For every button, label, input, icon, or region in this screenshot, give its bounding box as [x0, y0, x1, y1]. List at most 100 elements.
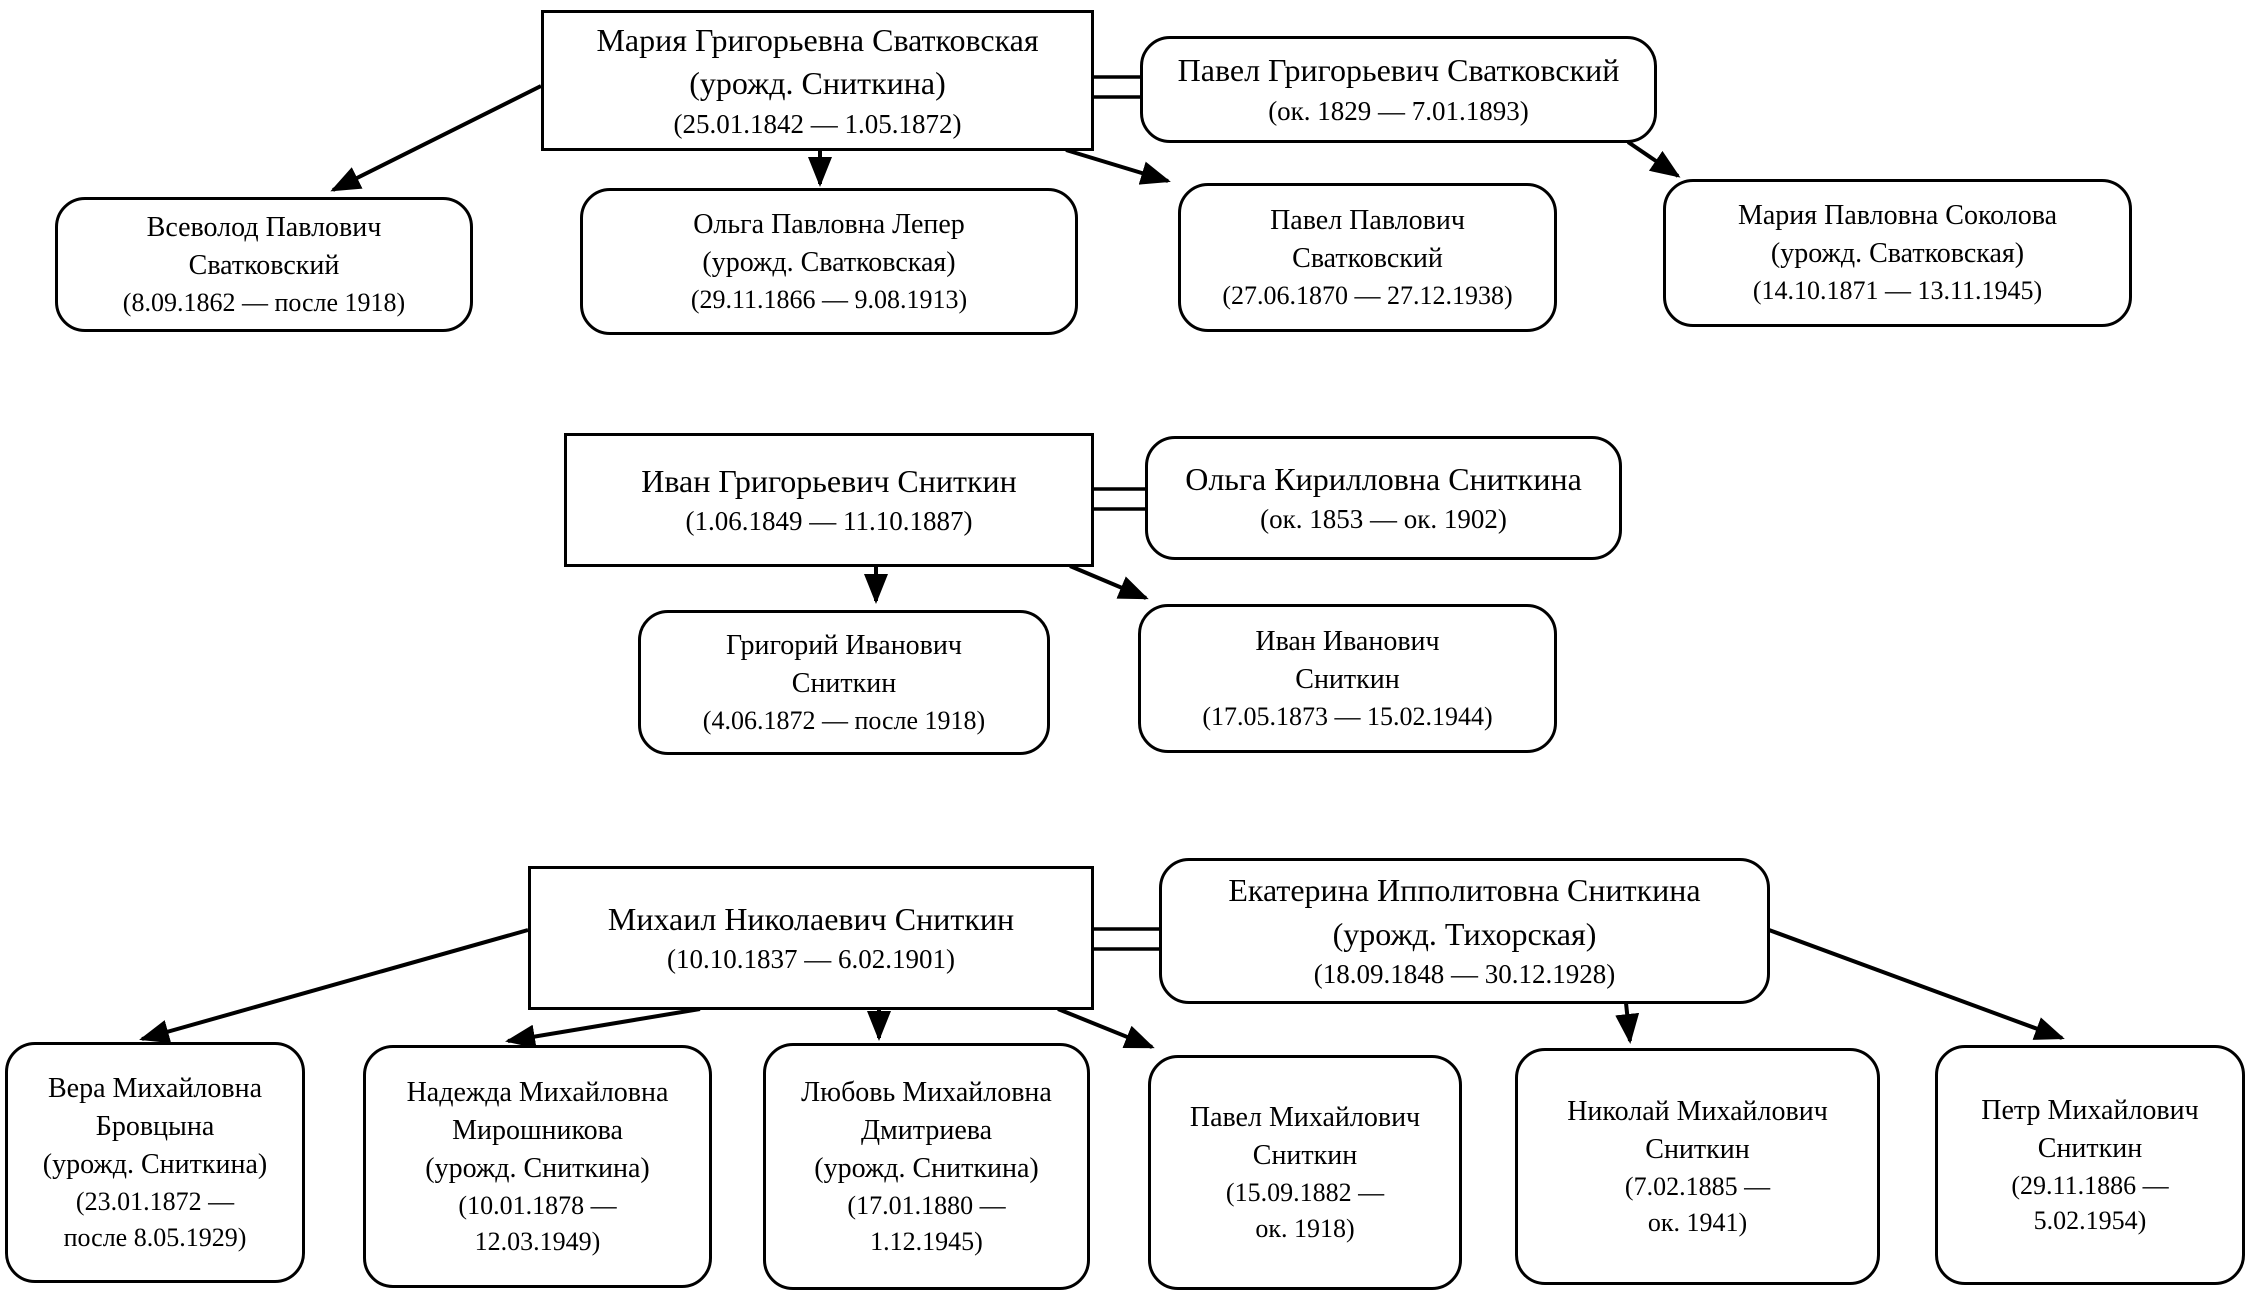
person-name: Ольга Кирилловна Сниткина — [1185, 458, 1582, 502]
box-maria-pavlovna-sokolova: Мария Павловна Соколова (урожд. Сватковс… — [1663, 179, 2132, 327]
person-dates: (23.01.1872 — после 8.05.1929) — [64, 1184, 247, 1255]
name-line: Любовь Михайловна — [801, 1077, 1052, 1109]
connector-to-ivan-ivanovich — [1069, 564, 1149, 600]
box-mikhail-nikolaevich-snitkin: Михаил Николаевич Сниткин (10.10.1837 — … — [528, 866, 1094, 1010]
person-name: Иван Иванович Сниткин — [1255, 623, 1439, 699]
dates-line: 12.03.1949) — [474, 1226, 601, 1256]
box-pavel-grigoryevich-svatkovsky: Павел Григорьевич Сватковский (ок. 1829 … — [1140, 36, 1657, 143]
box-olga-kirillovna-snitkina: Ольга Кирилловна Сниткина (ок. 1853 — ок… — [1145, 436, 1622, 560]
name-line: Ольга Павловна Лепер — [693, 208, 965, 240]
dates-line: (27.06.1870 — 27.12.1938) — [1222, 280, 1513, 310]
dates-line: (8.09.1862 — после 1918) — [122, 287, 406, 317]
dates-line: (14.10.1871 — 13.11.1945) — [1752, 276, 2043, 306]
box-pavel-mikhailovich-snitkin: Павел Михайлович Сниткин (15.09.1882 — о… — [1148, 1055, 1462, 1290]
person-dates: (25.01.1842 — 1.05.1872) — [674, 106, 962, 143]
person-dates: (15.09.1882 — ок. 1918) — [1226, 1175, 1384, 1246]
person-dates: (10.01.1878 — 12.03.1949) — [458, 1188, 616, 1259]
box-pavel-pavlovich-svatkovsky: Павел Павлович Сватковский (27.06.1870 —… — [1178, 183, 1557, 332]
dates-line: (10.01.1878 — — [458, 1191, 617, 1221]
person-name: Мария Григорьевна Сватковская (урожд. Сн… — [596, 19, 1038, 106]
name-line: (урожд. Сниткина) — [425, 1153, 650, 1185]
name-line: Петр Михайлович — [1981, 1094, 2199, 1126]
name-line: Сватковский — [188, 249, 340, 281]
name-line: Всеволод Павлович — [146, 211, 382, 243]
person-name: Павел Михайлович Сниткин — [1190, 1099, 1420, 1175]
dates-line: (29.11.1866 — 9.08.1913) — [690, 284, 968, 314]
person-dates: (8.09.1862 — после 1918) — [123, 285, 405, 320]
name-line: Григорий Иванович — [726, 629, 962, 661]
person-name: Михаил Николаевич Сниткин — [608, 898, 1014, 942]
connector-to-pavel-pavlovich — [1065, 148, 1171, 185]
box-olga-pavlovna-leper: Ольга Павловна Лепер (урожд. Сватковская… — [580, 188, 1078, 335]
person-name: Вера Михайловна Бровцына (урожд. Сниткин… — [43, 1070, 267, 1184]
name-line: Екатерина Ипполитовна Сниткина — [1228, 872, 1701, 909]
person-dates: (1.06.1849 — 11.10.1887) — [686, 503, 973, 540]
dates-line: 1.12.1945) — [870, 1226, 983, 1256]
dates-line: ок. 1918) — [1255, 1213, 1355, 1243]
connector-to-vsevolod — [330, 84, 542, 192]
connector-to-maria-sokolova — [1626, 140, 1681, 178]
box-grigory-ivanovich-snitkin: Григорий Иванович Сниткин (4.06.1872 — п… — [638, 610, 1050, 755]
name-line: Надежда Михайловна — [406, 1077, 669, 1109]
name-line: (урожд. Сниткина) — [814, 1153, 1039, 1185]
person-dates: (17.01.1880 — 1.12.1945) — [847, 1188, 1005, 1259]
person-dates: (18.09.1848 — 30.12.1928) — [1314, 956, 1615, 993]
dates-line: (ок. 1853 — ок. 1902) — [1260, 504, 1507, 535]
dates-line: (18.09.1848 — 30.12.1928) — [1313, 959, 1616, 990]
person-dates: (27.06.1870 — 27.12.1938) — [1222, 278, 1512, 313]
box-vera-mikhailovna-brovtsyna: Вера Михайловна Бровцына (урожд. Сниткин… — [5, 1042, 305, 1283]
connector-to-petr — [1768, 928, 2065, 1040]
dates-line: (17.01.1880 — — [847, 1191, 1006, 1221]
box-ekaterina-ippolitovna-snitkina: Екатерина Ипполитовна Сниткина (урожд. Т… — [1159, 858, 1770, 1004]
dates-line: (23.01.1872 — — [75, 1187, 235, 1217]
connector-to-nikolai — [1615, 1002, 1640, 1044]
dates-line: (15.09.1882 — — [1225, 1178, 1385, 1208]
box-petr-mikhailovich-snitkin: Петр Михайлович Сниткин (29.11.1886 — 5.… — [1935, 1045, 2245, 1285]
box-maria-grigoryevna-svatkovskaya: Мария Григорьевна Сватковская (урожд. Сн… — [541, 10, 1094, 151]
name-line: Павел Григорьевич Сватковский — [1177, 52, 1620, 89]
name-line: Сватковский — [1292, 242, 1443, 274]
name-line: Иван Иванович — [1255, 625, 1440, 657]
name-line: Павел Павлович — [1270, 204, 1465, 236]
person-name: Григорий Иванович Сниткин — [726, 627, 962, 703]
person-name: Надежда Михайловна Мирошникова (урожд. С… — [407, 1074, 669, 1188]
person-dates: (14.10.1871 — 13.11.1945) — [1753, 273, 2042, 308]
name-line: Мария Павловна Соколова — [1737, 200, 2058, 232]
name-line: Вера Михайловна — [47, 1073, 263, 1105]
name-line: (урожд. Сниткина) — [689, 65, 946, 102]
person-name: Николай Михайлович Сниткин — [1567, 1093, 1828, 1169]
dates-line: ок. 1941) — [1647, 1207, 1748, 1237]
name-line: Иван Григорьевич Сниткин — [641, 462, 1017, 499]
person-dates: (29.11.1886 — 5.02.1954) — [2011, 1168, 2168, 1239]
box-ivan-grigoryevich-snitkin: Иван Григорьевич Сниткин (1.06.1849 — 11… — [564, 433, 1094, 567]
connector-to-nadezhda — [505, 1007, 701, 1049]
name-line: (урожд. Тихорская) — [1332, 915, 1597, 952]
name-line: Сниткин — [1295, 663, 1400, 695]
name-line: Мария Григорьевна Сватковская — [596, 21, 1039, 58]
box-vsevolod-pavlovich-svatkovsky: Всеволод Павлович Сватковский (8.09.1862… — [55, 197, 473, 332]
person-dates: (ок. 1853 — ок. 1902) — [1260, 501, 1507, 538]
name-line: (урожд. Сватковская) — [702, 246, 956, 278]
name-line: Николай Михайлович — [1567, 1096, 1828, 1128]
box-nadezhda-mikhailovna-miroshnikova: Надежда Михайловна Мирошникова (урожд. С… — [363, 1045, 712, 1288]
dates-line: (7.02.1885 — — [1624, 1172, 1771, 1202]
person-dates: (17.05.1873 — 15.02.1944) — [1202, 699, 1492, 734]
name-line: Михаил Николаевич Сниткин — [607, 900, 1015, 937]
name-line: Сниткин — [2037, 1132, 2143, 1164]
name-line: Ольга Кирилловна Сниткина — [1185, 460, 1582, 497]
person-name: Павел Павлович Сватковский — [1270, 202, 1465, 278]
name-line: Сниткин — [791, 667, 897, 699]
person-name: Иван Григорьевич Сниткин — [641, 460, 1017, 504]
person-name: Петр Михайлович Сниткин — [1981, 1092, 2198, 1168]
box-lyubov-mikhailovna-dmitrieva: Любовь Михайловна Дмитриева (урожд. Снит… — [763, 1043, 1090, 1290]
box-ivan-ivanovich-snitkin: Иван Иванович Сниткин (17.05.1873 — 15.0… — [1138, 604, 1557, 753]
person-name: Мария Павловна Соколова (урожд. Сватковс… — [1738, 197, 2057, 273]
person-name: Любовь Михайловна Дмитриева (урожд. Снит… — [801, 1074, 1052, 1188]
dates-line: (17.05.1873 — 15.02.1944) — [1202, 701, 1493, 731]
person-name: Екатерина Ипполитовна Сниткина (урожд. Т… — [1228, 869, 1700, 956]
dates-line: после 8.05.1929) — [63, 1222, 247, 1252]
connector-to-pavel-mikhailovich — [1057, 1007, 1155, 1049]
dates-line: (4.06.1872 — после 1918) — [702, 705, 986, 735]
person-dates: (29.11.1866 — 9.08.1913) — [691, 282, 967, 317]
